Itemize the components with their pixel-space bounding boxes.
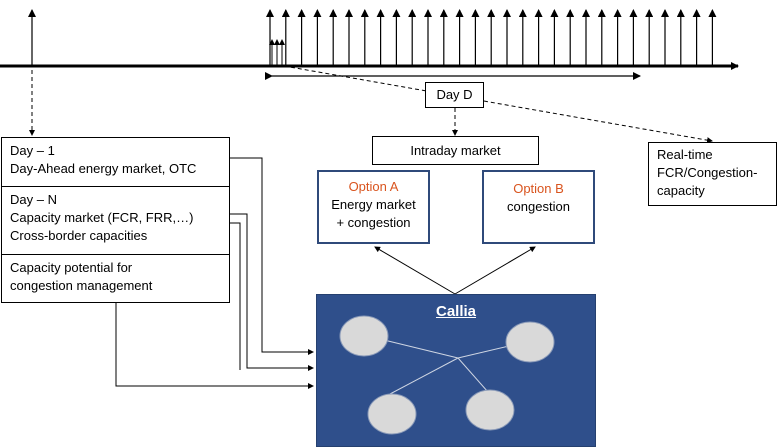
left-inputs-panel: Day – 1 Day-Ahead energy market, OTC Day…: [1, 137, 230, 303]
realtime-box: Real-time FCR/Congestion- capacity: [648, 142, 777, 206]
capacity-potential-line1: Capacity potential for: [10, 260, 133, 275]
day-minus-1-to-callia: [230, 157, 314, 355]
day-minus-n-title: Day – N: [10, 192, 57, 207]
option-a-box: Option A Energy market + congestion: [317, 170, 430, 244]
day-ahead-market-text: Day-Ahead energy market, OTC: [10, 161, 197, 176]
capacity-potential-box: Capacity potential for congestion manage…: [2, 254, 229, 302]
capacity-potential-line2: congestion management: [10, 278, 153, 293]
network-node-4: [465, 389, 515, 431]
day-minus-1-title: Day – 1: [10, 143, 55, 158]
day-minus-n-box: Day – N Capacity market (FCR, FRR,…) Cro…: [2, 186, 229, 254]
dashed-realtime-connector: [283, 65, 713, 144]
day-minus-n-to-callia-2: [230, 222, 241, 370]
callia-platform-box: Callia: [316, 294, 596, 447]
network-link-4: [457, 357, 489, 393]
day-d-label: Day D: [436, 87, 473, 102]
option-b-line1: congestion: [507, 199, 570, 214]
network-link-1: [383, 339, 459, 359]
option-a-line1: Energy market: [331, 197, 416, 212]
network-node-2: [505, 321, 555, 363]
gate-closure-ticks: [269, 39, 285, 66]
option-a-title: Option A: [348, 179, 399, 194]
callia-to-option-b-arrow: [454, 246, 536, 295]
network-link-3: [389, 357, 459, 395]
day-minus-1-box: Day – 1 Day-Ahead energy market, OTC: [2, 138, 229, 186]
day-minus-n-to-callia-1: [230, 213, 314, 371]
realtime-line1: Real-time: [657, 147, 713, 162]
intraday-market-label: Intraday market: [410, 143, 501, 158]
network-node-3: [367, 393, 417, 435]
network-node-1: [339, 315, 389, 357]
realtime-line3: capacity: [657, 183, 705, 198]
capacity-market-text: Capacity market (FCR, FRR,…): [10, 210, 194, 225]
callia-title: Callia: [435, 303, 477, 320]
realtime-line2: FCR/Congestion-: [657, 165, 758, 180]
option-a-line2: + congestion: [336, 215, 411, 230]
intraday-ticks: [266, 9, 717, 66]
cross-border-text: Cross-border capacities: [10, 228, 148, 243]
day-d-label-box: Day D: [425, 82, 484, 108]
option-b-title: Option B: [513, 181, 564, 196]
capacity-potential-to-callia: [115, 303, 314, 389]
callia-to-option-a-arrow: [374, 246, 456, 295]
intraday-market-box: Intraday market: [372, 136, 539, 165]
option-b-box: Option B congestion: [482, 170, 595, 244]
callia-network-graphic: [339, 315, 555, 435]
